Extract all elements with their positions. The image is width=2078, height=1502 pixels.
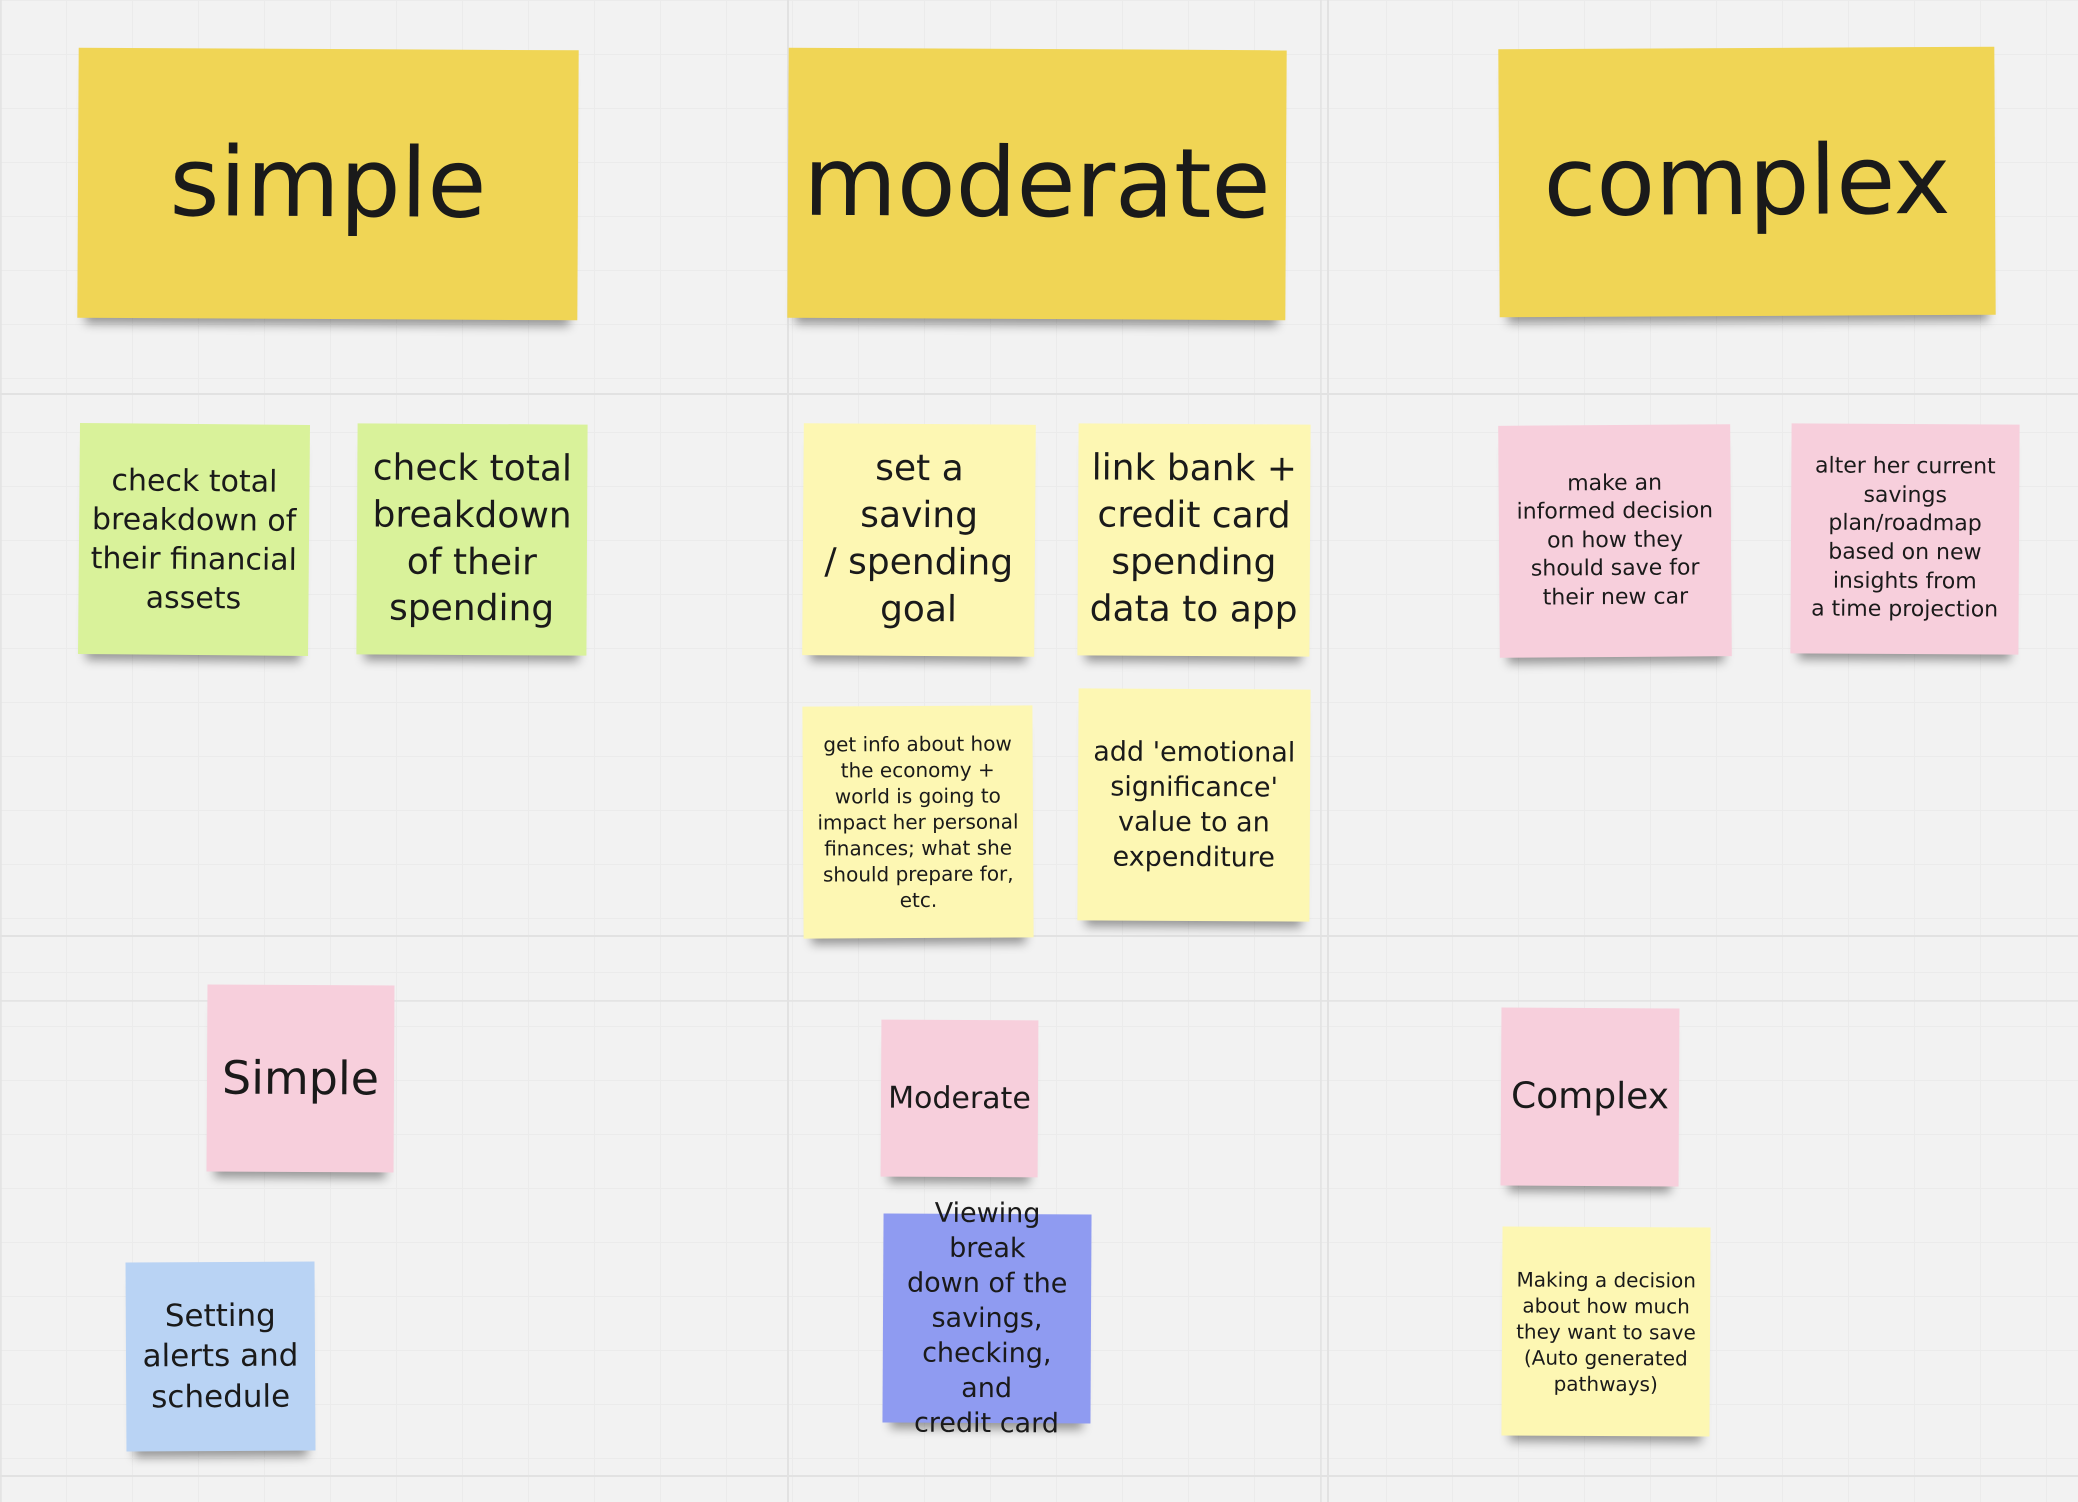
sticky-note[interactable]: Setting alerts and schedule — [125, 1261, 316, 1452]
sticky-note[interactable]: check total breakdown of their spending — [356, 423, 588, 656]
sticky-text: add 'emotional significance' value to an… — [1093, 736, 1296, 874]
grid-line — [0, 935, 2078, 937]
sticky-text: Complex — [1510, 1075, 1670, 1118]
sticky-text: Moderate — [888, 1080, 1031, 1117]
sticky-text: Simple — [221, 1050, 380, 1106]
sticky-label-complex[interactable]: Complex — [1500, 1007, 1680, 1187]
grid-line — [0, 1475, 2078, 1477]
sticky-text: Viewing break down of the savings, check… — [906, 1197, 1068, 1440]
sticky-text: complex — [1543, 124, 1951, 239]
sticky-label-simple[interactable]: Simple — [206, 984, 395, 1173]
sticky-header-moderate[interactable]: moderate — [787, 47, 1287, 321]
sticky-text: link bank + credit card spending data to… — [1089, 447, 1298, 631]
sticky-text: moderate — [803, 125, 1271, 241]
sticky-note[interactable]: Viewing break down of the savings, check… — [882, 1197, 1092, 1440]
grid-line — [787, 0, 789, 1502]
sticky-note[interactable]: check total breakdown of their financial… — [77, 423, 311, 656]
sticky-label-moderate[interactable]: Moderate — [880, 1019, 1039, 1178]
sticky-text: Setting alerts and schedule — [142, 1297, 299, 1416]
sticky-text: get info about how the economy + world i… — [817, 731, 1019, 913]
sticky-note[interactable]: set a saving / spending goal — [802, 423, 1036, 657]
sticky-text: make an informed decision on how they sh… — [1516, 470, 1714, 611]
sticky-text: Making a decision about how much they wa… — [1516, 1267, 1697, 1396]
sticky-note[interactable]: make an informed decision on how they sh… — [1498, 424, 1732, 658]
sticky-text: simple — [169, 126, 487, 241]
grid-line — [1327, 0, 1329, 1502]
sticky-header-complex[interactable]: complex — [1498, 46, 1996, 318]
sticky-note[interactable]: alter her current savings plan/roadmap b… — [1790, 423, 2020, 655]
grid-line — [0, 393, 2078, 395]
sticky-text: alter her current savings plan/roadmap b… — [1811, 453, 1999, 623]
sticky-text: check total breakdown of their spending — [372, 447, 573, 630]
sticky-text: set a saving / spending goal — [824, 448, 1014, 631]
sticky-header-simple[interactable]: simple — [77, 47, 579, 321]
sticky-text: check total breakdown of their financial… — [90, 462, 298, 616]
sticky-note[interactable]: add 'emotional significance' value to an… — [1077, 688, 1311, 922]
sticky-note[interactable]: Making a decision about how much they wa… — [1501, 1226, 1711, 1437]
sticky-note[interactable]: link bank + credit card spending data to… — [1077, 423, 1311, 657]
sticky-note[interactable]: get info about how the economy + world i… — [802, 705, 1034, 939]
